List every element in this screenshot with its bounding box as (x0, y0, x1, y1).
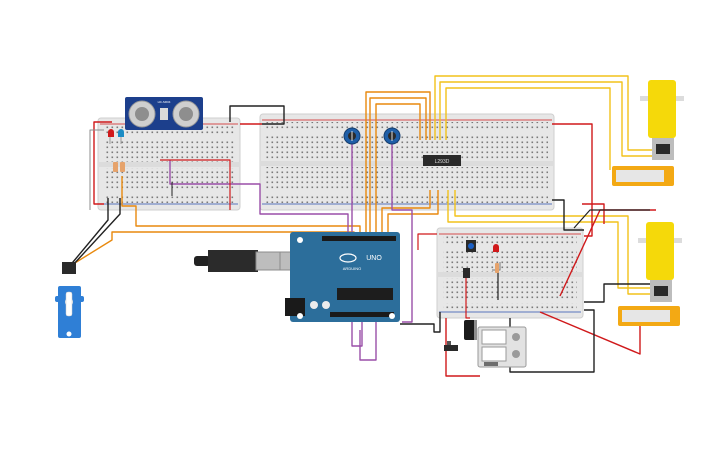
battery-pack (477, 326, 527, 368)
breadboard-main (259, 113, 555, 211)
wire-orange (365, 91, 431, 236)
capacitor (464, 320, 477, 340)
breadboard-right (436, 227, 584, 319)
ultrasonic-sensor: HC-SR04 (125, 97, 203, 130)
wire-black (67, 198, 109, 269)
wire-red (445, 318, 480, 377)
servo (55, 262, 84, 338)
wire-yellow (434, 75, 655, 151)
ic-label: L293D (435, 159, 450, 165)
wire-yellow (454, 190, 650, 295)
wire-black (584, 283, 650, 303)
wire-orange (381, 190, 431, 236)
wire-orange (369, 97, 427, 236)
wire-orange (387, 190, 439, 236)
wire-red (582, 203, 605, 224)
wire-yellow (439, 81, 655, 157)
wire-purple (169, 160, 349, 236)
wire-red (93, 121, 112, 205)
potentiometer-2 (383, 127, 401, 145)
wires (67, 75, 656, 377)
wire-red (465, 272, 470, 319)
arduino-brand: ARDUINO (343, 266, 361, 271)
wire-yellow (445, 87, 611, 170)
wire-red (417, 233, 437, 250)
wire-black (552, 199, 584, 231)
left-board-parts (108, 129, 173, 196)
sensor-label: HC-SR04 (158, 100, 171, 104)
wire-black (71, 198, 121, 267)
arduino-model: UNO (366, 255, 382, 262)
wire-red (160, 159, 231, 210)
wire-yellow (447, 190, 650, 289)
motor-board-1 (612, 166, 674, 186)
wire-black (573, 209, 650, 229)
wire-orange (121, 176, 361, 236)
wire-gray (492, 262, 501, 271)
potentiometer-1 (343, 127, 361, 145)
wire-orange (375, 103, 421, 236)
right-board-parts (463, 240, 499, 278)
wire-black (229, 105, 285, 125)
wire-purple (391, 142, 413, 323)
wire-red (552, 123, 593, 237)
wire-gray (89, 129, 104, 210)
arduino-uno: UNO ARDUINO (194, 232, 400, 322)
dc-motor-1 (640, 80, 684, 160)
motor-driver-ic: L293D (423, 155, 461, 166)
wire-black (400, 312, 441, 333)
dc-motor-2 (638, 222, 682, 302)
motor-board-2 (618, 306, 680, 326)
slide-switch (444, 341, 458, 351)
